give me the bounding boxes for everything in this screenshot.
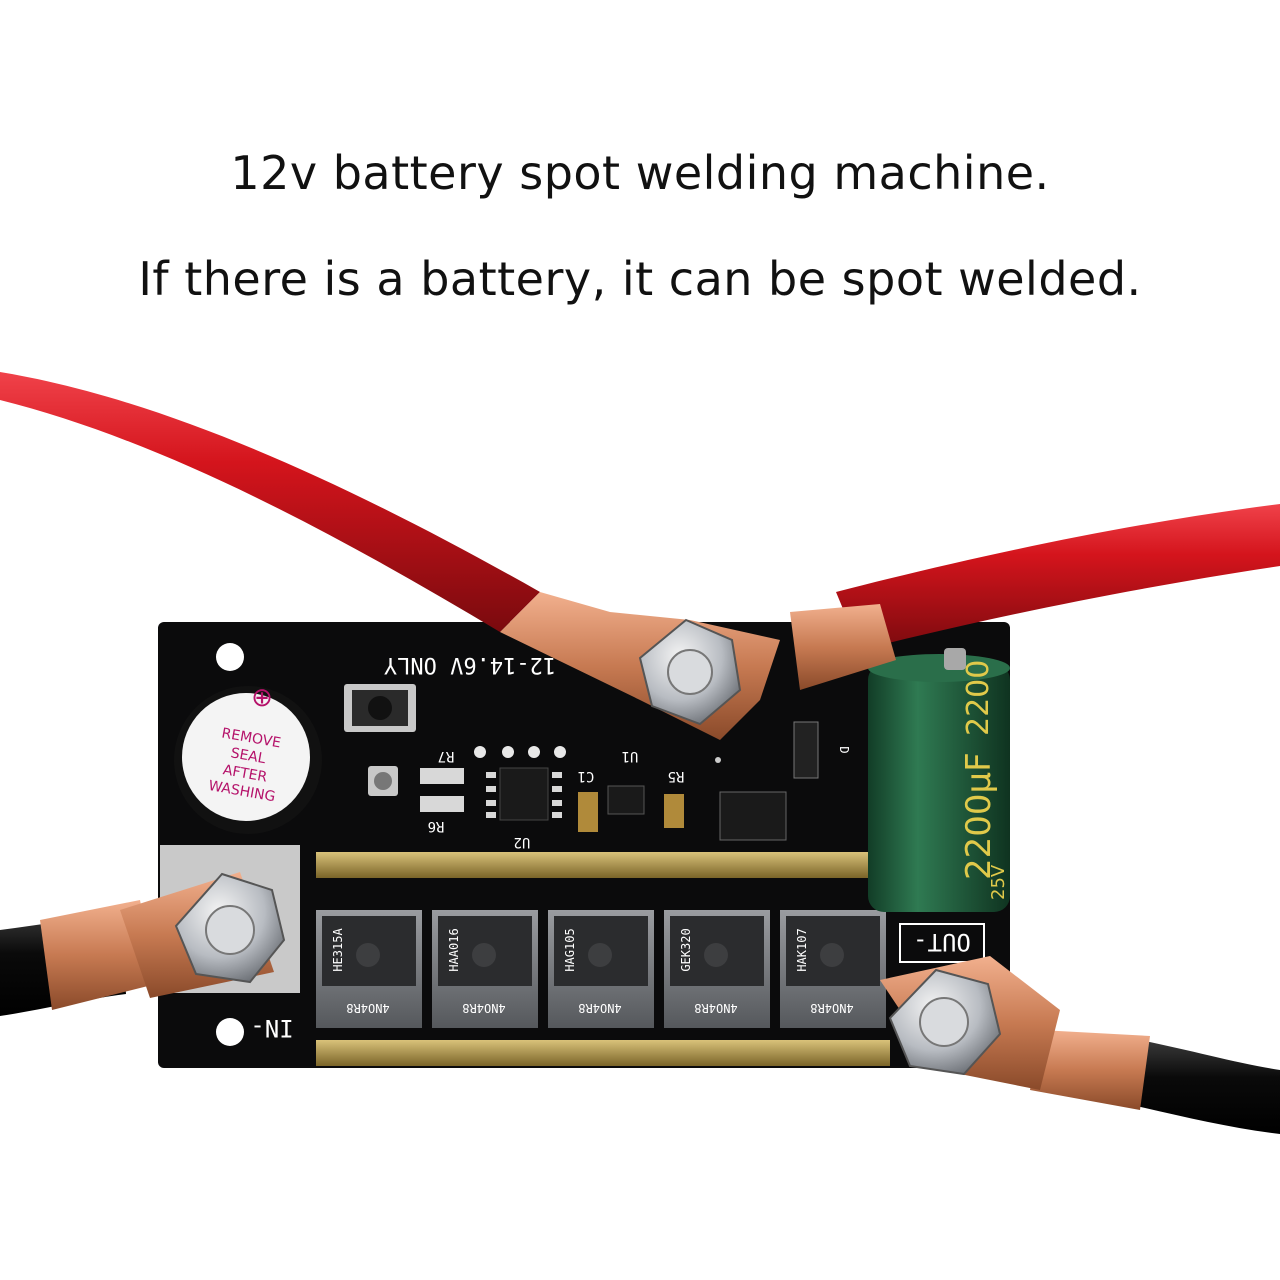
mosfet-5-part: 4NO4R8 — [810, 1001, 853, 1015]
buzzer-plus: ⊕ — [251, 683, 273, 713]
in-minus-label: IN- — [250, 1014, 293, 1042]
ref-r7: R7 — [438, 748, 455, 764]
top-bus-bar — [316, 852, 870, 878]
voltage-label: 12-14.6V ONLY — [384, 652, 556, 677]
mosfet-5: HAK107 4NO4R8 — [780, 910, 886, 1028]
capacitor: 2200μF 2200 25V — [868, 648, 1010, 912]
center-nut — [638, 618, 742, 726]
mosfet-3: HAG105 4NO4R8 — [548, 910, 654, 1028]
sticker-line-2: SEAL — [229, 745, 267, 767]
ref-u2: U2 — [514, 834, 531, 850]
ref-d: D — [837, 746, 851, 753]
left-nut — [174, 872, 286, 984]
bottom-bus-bar — [316, 1040, 890, 1066]
mosfet-4-part: 4NO4R8 — [694, 1001, 737, 1015]
mosfet-3-code: HAG105 — [563, 928, 577, 971]
mosfet-2-part: 4NO4R8 — [462, 1001, 505, 1015]
red-cable-right — [836, 504, 1280, 650]
mosfet-5-code: HAK107 — [795, 928, 809, 971]
smd-components — [420, 721, 819, 841]
buzzer: ⊕ REMOVE SEAL AFTER WASHING — [174, 683, 322, 834]
caption-line-1: 12v battery spot welding machine. — [230, 146, 1050, 200]
caption-line-2: If there is a battery, it can be spot we… — [138, 252, 1142, 306]
ref-c1: C1 — [578, 768, 595, 784]
red-cable-left — [0, 372, 540, 632]
sticker-line-3: AFTER — [222, 762, 269, 786]
out-minus-label: OUT- — [913, 928, 971, 956]
mosfet-3-part: 4NO4R8 — [578, 1001, 621, 1015]
mosfet-2: HAA016 4NO4R8 — [432, 910, 538, 1028]
capacitor-voltage: 25V — [988, 864, 1009, 900]
ref-r5: R5 — [668, 768, 685, 784]
push-button — [344, 684, 416, 796]
mosfet-row: HE315A 4NO4R8 HAA016 4NO4R8 HAG105 4NO4R… — [316, 910, 886, 1028]
ref-u1: U1 — [622, 748, 639, 764]
mosfet-1: HE315A 4NO4R8 — [316, 910, 422, 1028]
capacitor-value-top: 2200 — [961, 660, 996, 736]
mosfet-4: GEK320 4NO4R8 — [664, 910, 770, 1028]
right-nut — [888, 968, 1002, 1076]
mosfet-1-part: 4NO4R8 — [346, 1001, 389, 1015]
capacitor-value: 2200μF — [959, 752, 999, 880]
mosfet-1-code: HE315A — [331, 928, 345, 972]
mosfet-2-code: HAA016 — [447, 928, 461, 971]
ref-r6: R6 — [428, 818, 445, 834]
mosfet-4-code: GEK320 — [679, 928, 693, 971]
